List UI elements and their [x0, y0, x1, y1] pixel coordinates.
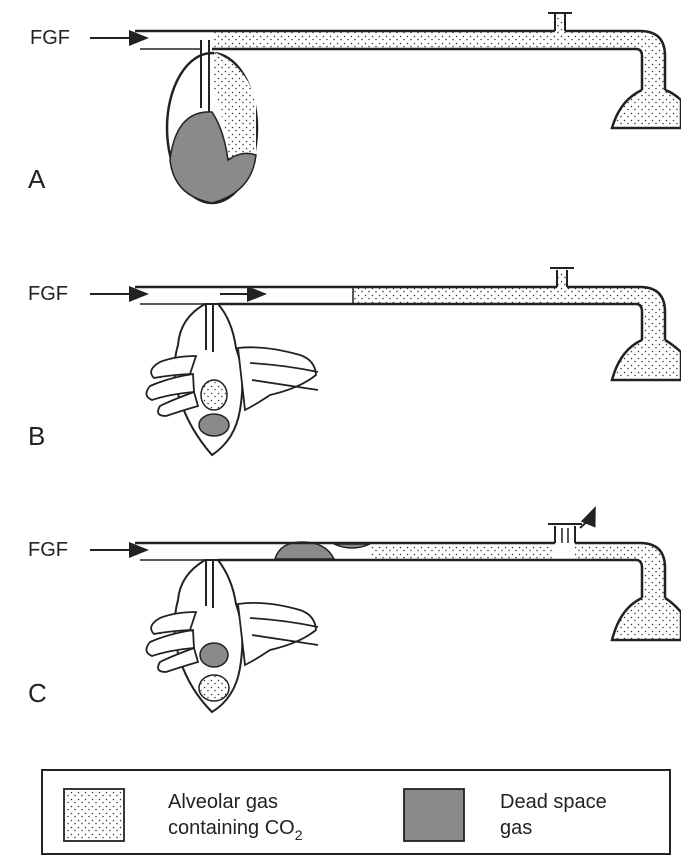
panel-a: FGF A	[28, 13, 681, 203]
face-mask	[612, 90, 681, 128]
alveolar-gas-swatch	[64, 789, 124, 841]
legend: Alveolar gas containing CO2 Dead space g…	[42, 770, 670, 854]
dead-space-label-line1: Dead space	[500, 791, 607, 813]
dead-space-gas-swatch	[404, 789, 464, 841]
face-mask	[612, 598, 681, 640]
alveolar-gas-label-line1: Alveolar gas	[168, 791, 278, 813]
exhaust-arrow	[580, 508, 595, 528]
alveolar-gas-tube-fill	[212, 31, 652, 49]
panel-letter: A	[28, 164, 46, 194]
face-mask	[612, 340, 681, 380]
panel-b: FGF B	[28, 268, 681, 455]
expiratory-valve	[548, 524, 582, 543]
panel-letter: B	[28, 421, 45, 451]
alveolar-gas-in-bag	[199, 675, 229, 701]
dead-space-gas-in-bag	[199, 414, 229, 436]
dead-space-gas-in-tube	[275, 542, 334, 559]
alveolar-gas-in-bag	[201, 380, 227, 410]
fgf-label: FGF	[28, 539, 68, 561]
alveolar-gas-tube-fill	[353, 287, 653, 304]
fgf-label: FGF	[30, 27, 70, 49]
dead-space-gas-in-bag	[200, 643, 228, 667]
fgf-label: FGF	[28, 283, 68, 305]
dead-space-label-line2: gas	[500, 817, 532, 839]
panel-c: FGF C	[28, 508, 681, 712]
panel-letter: C	[28, 678, 47, 708]
